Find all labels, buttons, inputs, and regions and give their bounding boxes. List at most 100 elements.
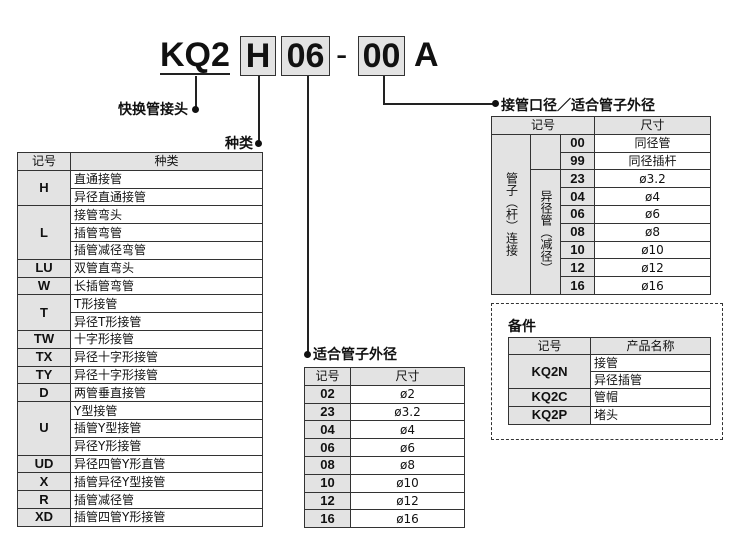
header-code: 记号 <box>491 116 595 135</box>
row-value: 插管四管Y形接管 <box>70 507 263 527</box>
row-code: 08 <box>304 455 351 475</box>
row-value: 插管减径管 <box>70 490 263 509</box>
row-value: 异径十字形接管 <box>70 347 263 367</box>
parts-title: 备件 <box>508 319 536 335</box>
row-code: UD <box>17 454 71 474</box>
leader-line <box>258 76 260 143</box>
header-code: 记号 <box>304 367 351 386</box>
leader-line <box>383 76 385 104</box>
row-code: 23 <box>560 169 595 189</box>
row-code: 16 <box>304 509 351 529</box>
row-code: 08 <box>560 222 595 242</box>
row-value: 异径十字形接管 <box>70 365 263 385</box>
model-size-box: 06 <box>281 36 330 76</box>
row-code: KQ2N <box>508 354 591 389</box>
row-size: ø3.2 <box>594 169 711 189</box>
row-value: 插管减径弯管 <box>70 240 263 260</box>
row-code: R <box>17 490 71 509</box>
header-size: 尺寸 <box>594 116 711 135</box>
row-code: X <box>17 472 71 492</box>
row-size: ø4 <box>594 187 711 206</box>
blank-cell <box>530 133 561 170</box>
row-value: 异径T形接管 <box>70 312 263 331</box>
row-size: ø8 <box>594 222 711 242</box>
row-value: 插管异径Y型接管 <box>70 472 263 492</box>
row-code: 12 <box>304 491 351 511</box>
row-value: 直通接管 <box>70 169 263 189</box>
row-code: 06 <box>304 438 351 457</box>
row-size: ø10 <box>350 473 465 493</box>
header-size: 尺寸 <box>350 367 465 386</box>
row-size: ø10 <box>594 240 711 260</box>
header-name: 产品名称 <box>590 337 711 355</box>
row-size: ø6 <box>350 438 465 457</box>
row-code: U <box>17 401 71 456</box>
row-size: ø2 <box>350 384 465 404</box>
row-size: ø12 <box>594 258 711 278</box>
row-value: 接管弯头 <box>70 205 263 225</box>
row-code: KQ2C <box>508 388 591 407</box>
row-code: D <box>17 383 71 403</box>
row-code: L <box>17 205 71 260</box>
row-code: 10 <box>560 240 595 260</box>
row-value: 异径四管Y形直管 <box>70 454 263 474</box>
row-value: Y型接管 <box>70 401 263 420</box>
row-code: KQ2P <box>508 405 591 425</box>
tube-label: 适合管子外径 <box>313 347 397 363</box>
row-code: W <box>17 276 71 296</box>
model-prefix: KQ2 <box>160 36 230 75</box>
leader-dot <box>255 140 262 147</box>
model-type-box: H <box>240 36 276 76</box>
row-value: 长插管弯管 <box>70 276 263 296</box>
model-separator: - <box>336 36 348 74</box>
table-row: 插管Y型接管 <box>18 418 263 438</box>
row-value: 异径插管 <box>590 371 711 389</box>
row-value: 十字形接管 <box>70 329 263 349</box>
row-code: TW <box>17 329 71 349</box>
row-size: ø4 <box>350 420 465 440</box>
row-value: 插管弯管 <box>70 223 263 242</box>
row-size: ø12 <box>350 491 465 511</box>
leader-line <box>307 76 309 354</box>
leader-line <box>383 103 495 105</box>
row-code: H <box>17 169 71 207</box>
leader-dot <box>192 106 199 113</box>
row-value: 插管Y型接管 <box>70 418 263 438</box>
row-code: TX <box>17 347 71 367</box>
row-size: ø6 <box>594 204 711 224</box>
header-code: 记号 <box>17 152 71 171</box>
model-suffix: A <box>414 36 439 74</box>
row-code: 02 <box>304 384 351 404</box>
row-size: ø3.2 <box>350 402 465 422</box>
row-code: 99 <box>560 151 595 171</box>
row-code: 23 <box>304 402 351 422</box>
row-code: 16 <box>560 276 595 295</box>
row-code: 10 <box>304 473 351 493</box>
leader-dot <box>304 351 311 358</box>
row-code: T <box>17 294 71 331</box>
row-size: ø16 <box>594 276 711 295</box>
parts-box <box>491 303 723 440</box>
